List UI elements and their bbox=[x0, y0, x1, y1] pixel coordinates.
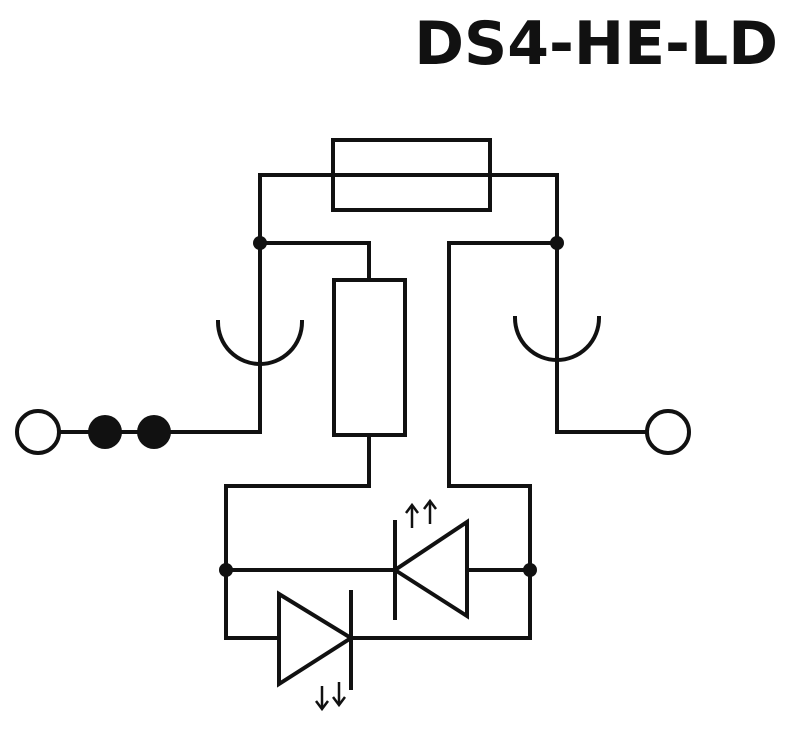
device-title: DS4-HE-LD bbox=[414, 9, 778, 79]
led-indicator bbox=[391, 498, 469, 620]
fuse bbox=[258, 138, 559, 245]
terminal-right bbox=[645, 409, 691, 455]
left-branch-wire bbox=[58, 241, 371, 434]
resistor bbox=[332, 278, 407, 437]
right-branch-wire bbox=[447, 241, 650, 640]
terminal-left bbox=[15, 409, 171, 455]
diode-loop-wire bbox=[224, 433, 532, 640]
junction-dots bbox=[219, 236, 564, 577]
contact-left bbox=[215, 319, 305, 366]
contact-right bbox=[512, 315, 602, 362]
protection-diode bbox=[277, 590, 355, 712]
